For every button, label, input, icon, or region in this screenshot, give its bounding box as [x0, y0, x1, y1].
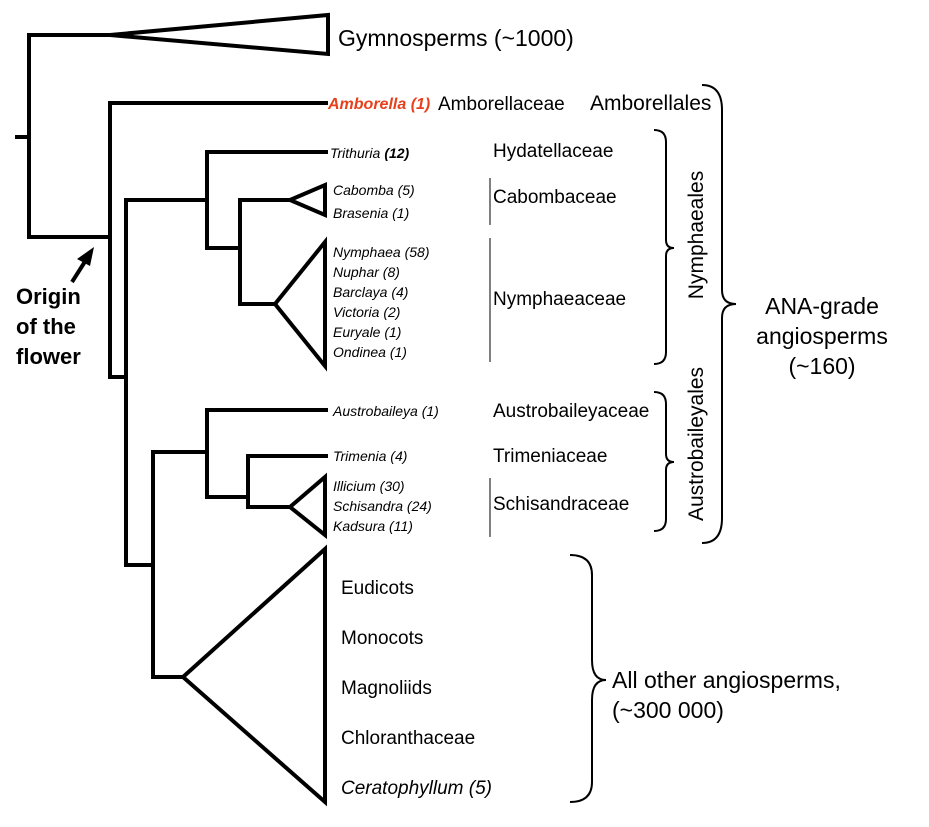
ana-grade-line1: ANA-grade — [765, 293, 879, 319]
austrobaileyales-label: Austrobaileyales — [685, 367, 708, 521]
other-angiosperms-brace — [569, 554, 607, 803]
magnoliids-label: Magnoliids — [341, 678, 432, 699]
monocots-label: Monocots — [341, 628, 423, 649]
kadsura-label: Kadsura (11) — [333, 518, 413, 534]
ana-brace — [701, 84, 737, 544]
nuphar-label: Nuphar (8) — [333, 264, 400, 280]
trithuria-label: Trithuria(12) — [330, 145, 410, 161]
origin-arrow — [70, 247, 94, 284]
origin-line3: flower — [16, 344, 81, 369]
austrobaileya-label: Austrobaileya (1) — [332, 403, 439, 419]
illicium-label: Illicium (30) — [333, 478, 405, 494]
eudicots-label: Eudicots — [341, 578, 414, 599]
amborellales-label: Amborellales — [590, 92, 711, 115]
amborella-count: (1) — [406, 96, 430, 113]
tree-branches — [15, 33, 328, 679]
nymphaeales-brace — [653, 129, 675, 365]
braces — [569, 84, 737, 803]
other-angiosperms-triangle — [179, 544, 327, 807]
ana-grade-line3: (~160) — [788, 353, 855, 379]
schisandra-label: Schisandra (24) — [333, 498, 432, 514]
cabombaceae-label: Cabombaceae — [493, 187, 617, 208]
cabomba-label: Cabomba (5) — [333, 182, 415, 198]
schisandraceae-triangle — [286, 472, 327, 540]
other-angiosperms-line2: (~300 000) — [612, 697, 724, 723]
ana-grade-line2: angiosperms — [756, 323, 888, 349]
origin-line1: Origin — [16, 284, 81, 309]
schisandraceae-label: Schisandraceae — [493, 494, 629, 515]
trimeniaceae-label: Trimeniaceae — [493, 446, 607, 467]
nymphaea-label: Nymphaea (58) — [333, 244, 430, 260]
nymphaeaceae-triangle — [272, 236, 327, 372]
amborellaceae-label: Amborellaceae — [438, 94, 565, 115]
ceratophyllum-label: Ceratophyllum (5) — [341, 778, 492, 799]
trithuria-genus: Trithuria — [330, 145, 381, 161]
amborella-genus: Amborella — [327, 96, 406, 113]
barclaya-label: Barclaya (4) — [333, 284, 408, 300]
gymnosperms-label: Gymnosperms (~1000) — [338, 25, 574, 51]
clade-triangles — [109, 12, 330, 807]
austrobaileyales-brace — [653, 391, 675, 532]
amborella-label: Amborella (1) — [327, 96, 430, 113]
euryale-label: Euryale (1) — [333, 324, 401, 340]
labels: Gymnosperms (~1000) Amborella (1) Ambore… — [16, 25, 888, 799]
hydatellaceae-label: Hydatellaceae — [493, 141, 613, 162]
brasenia-label: Brasenia (1) — [333, 205, 409, 221]
cabombaceae-triangle — [284, 181, 327, 219]
trithuria-count: (12) — [384, 145, 409, 161]
origin-arrow-head — [77, 247, 94, 266]
victoria-label: Victoria (2) — [333, 304, 400, 320]
trimenia-label: Trimenia (4) — [333, 448, 407, 464]
origin-arrow-shaft — [70, 258, 88, 284]
gymnosperm-triangle — [109, 12, 330, 57]
nymphaeales-label: Nymphaeales — [685, 171, 708, 299]
ondinea-label: Ondinea (1) — [333, 344, 407, 360]
austrobaileyaceae-label: Austrobaileyaceae — [493, 401, 649, 422]
origin-line2: of the — [16, 314, 76, 339]
other-angiosperms-line1: All other angiosperms, — [612, 667, 841, 693]
chloranthaceae-label: Chloranthaceae — [341, 728, 475, 749]
nymphaeaceae-label: Nymphaeaceae — [493, 289, 626, 310]
